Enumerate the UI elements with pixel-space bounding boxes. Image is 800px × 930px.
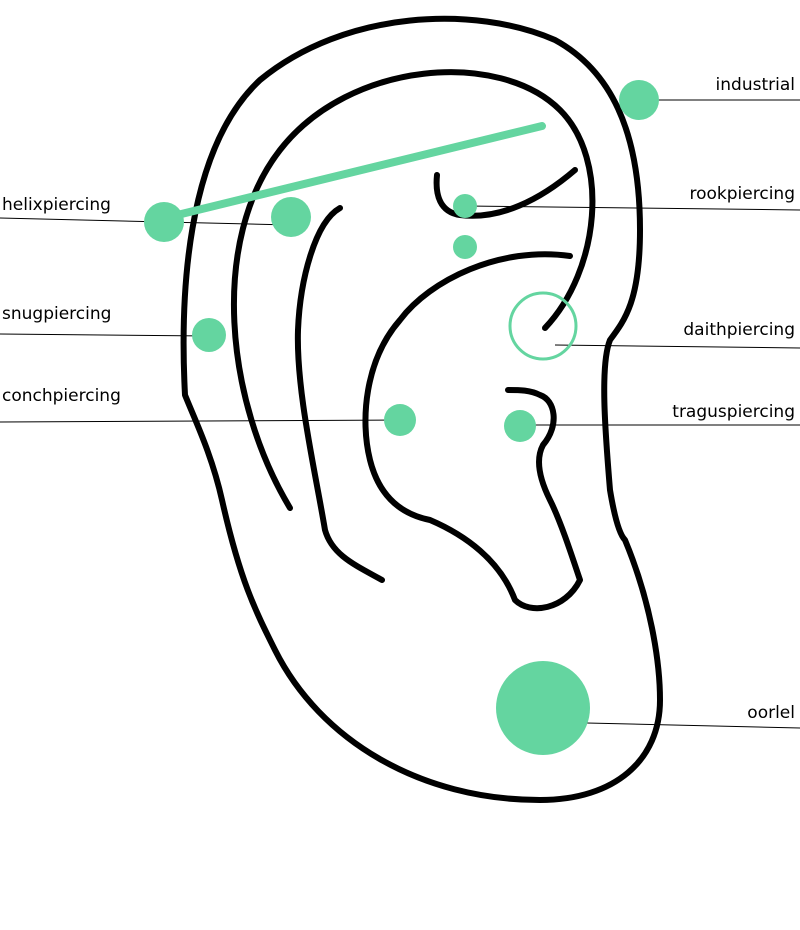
leader-conch <box>0 420 400 422</box>
industrial-ball-top <box>619 80 659 120</box>
leader-daith <box>555 345 800 348</box>
label-conch: conchpiercing <box>2 386 121 406</box>
helix-ball-inner <box>271 197 311 237</box>
label-tragus: traguspiercing <box>672 402 795 422</box>
label-industrial: industrial <box>716 75 795 95</box>
label-rook: rookpiercing <box>690 184 796 204</box>
ear-inner-rim <box>234 72 592 508</box>
lobe-stud <box>496 661 590 755</box>
label-snug: snugpiercing <box>2 304 111 324</box>
conch-ball <box>384 404 416 436</box>
labels: industrial helixpiercing rookpiercing sn… <box>2 75 795 723</box>
piercing-markers <box>144 80 659 755</box>
label-lobe: oorlel <box>747 703 795 723</box>
rook-ball-top <box>453 194 477 218</box>
label-helix: helixpiercing <box>2 195 111 215</box>
rook-ball-bottom <box>453 235 477 259</box>
tragus-ball <box>504 410 536 442</box>
ear-outer-contour <box>184 19 660 800</box>
helix-ball-outer <box>144 202 184 242</box>
label-daith: daithpiercing <box>683 320 795 340</box>
leader-snug <box>0 334 210 336</box>
ear-drawing <box>184 19 660 800</box>
snug-ball <box>192 318 226 352</box>
